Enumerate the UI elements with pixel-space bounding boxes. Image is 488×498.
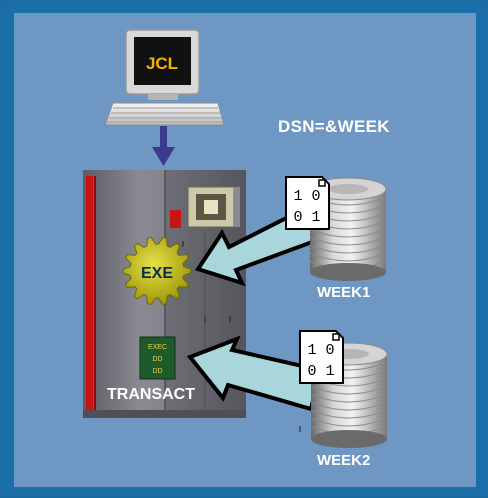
binary-card-week2: 1 0 0 1 [299, 330, 344, 384]
dataset-label-week1: WEEK1 [317, 284, 371, 301]
jcl-card-line-3: DD [152, 368, 162, 375]
dataset-label-week2: WEEK2 [317, 452, 371, 469]
cpu-chip-icon [187, 186, 235, 228]
gear-label: EXE [141, 265, 173, 282]
down-arrow-icon [152, 126, 175, 166]
binary-card-week1-row-2: 0 1 [293, 209, 320, 226]
job-name-label: TRANSACT [107, 386, 195, 403]
arrow-week2-icon [186, 335, 323, 412]
disk-stack-week1-icon [309, 177, 387, 281]
jcl-card: EXEC DD DD [139, 336, 176, 380]
jcl-card-line-1: EXEC [148, 344, 167, 351]
binary-card-week2-row-2: 0 1 [307, 363, 334, 380]
keyboard-icon [104, 102, 225, 126]
binary-card-week1-row-1: 1 0 [293, 188, 320, 205]
jcl-card-line-2: DD [152, 356, 162, 363]
terminal-screen-text: JCL [146, 54, 178, 73]
terminal-icon: JCL [104, 29, 225, 126]
binary-card-week2-row-1: 1 0 [307, 342, 334, 359]
dsn-label: DSN=&WEEK [278, 117, 390, 136]
gear-icon: EXE [122, 236, 192, 306]
binary-card-week1: 1 0 0 1 [285, 176, 330, 230]
